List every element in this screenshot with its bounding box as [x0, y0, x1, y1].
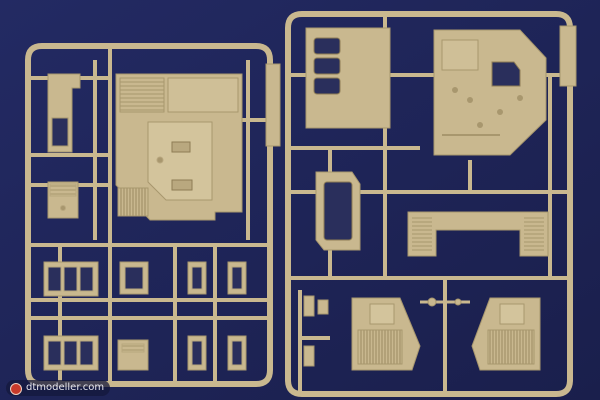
watermark-text: dtmodeller.com — [26, 382, 105, 393]
part-small-frame-b — [187, 261, 207, 295]
part-small-frame-e — [227, 335, 247, 371]
part-hinges — [303, 295, 329, 367]
part-side-frame-window — [51, 117, 69, 147]
part-hull-vent — [119, 77, 165, 113]
part-large-side-panel — [433, 29, 547, 156]
right-sprue — [285, 11, 577, 397]
part-small-rod — [420, 297, 470, 307]
watermark: dtmodeller.com — [6, 380, 111, 396]
part-hull-bolt — [156, 156, 164, 164]
right-sprue-frame — [285, 11, 573, 397]
part-window-frame-set-1 — [43, 261, 99, 297]
part-hull-raised — [147, 121, 213, 201]
watermark-logo-icon — [10, 383, 22, 395]
part-hull-panel — [167, 77, 239, 113]
part-small-frame-a — [119, 261, 149, 295]
part-small-box-top — [49, 183, 77, 197]
part-door-panel — [305, 27, 391, 129]
part-hull-hatch-1 — [171, 141, 191, 153]
part-small-block — [117, 339, 149, 371]
part-hull-grill — [117, 187, 149, 217]
part-small-box-knob — [60, 205, 66, 211]
part-window-frame-set-2 — [43, 335, 99, 371]
part-engine-panel-left — [351, 297, 421, 371]
part-vertical-frame — [315, 171, 361, 251]
part-small-frame-d — [187, 335, 207, 371]
part-small-frame-c — [227, 261, 247, 295]
part-hull-hatch-2 — [171, 179, 193, 191]
left-sprue — [25, 43, 281, 387]
left-sprue-tag — [265, 63, 281, 147]
right-sprue-tag — [559, 25, 577, 87]
part-bracket — [407, 211, 549, 257]
part-engine-panel-right — [471, 297, 541, 371]
